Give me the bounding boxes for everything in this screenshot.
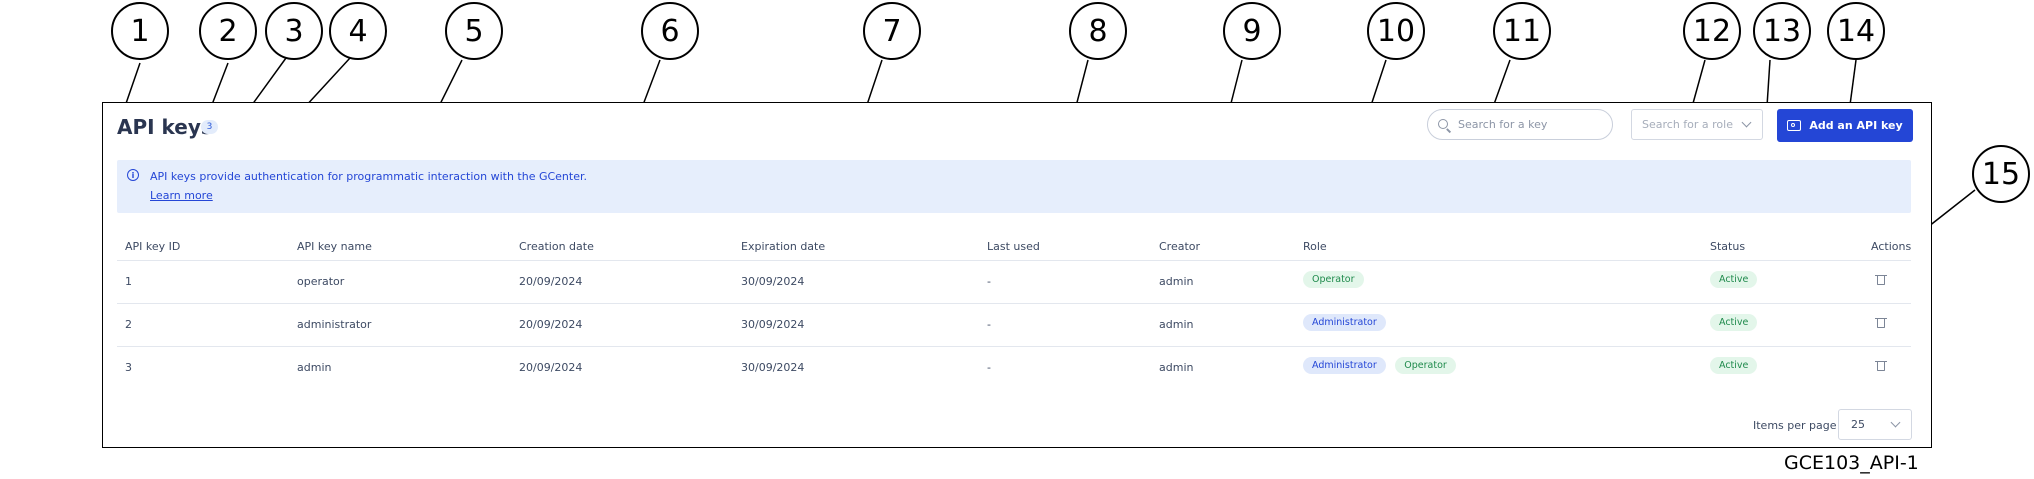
info-message: API keys provide authentication for prog… [150, 170, 587, 183]
status-badge: Active [1710, 271, 1758, 288]
divider [117, 303, 1911, 304]
chevron-down-icon [1741, 117, 1752, 128]
items-per-page-value: 25 [1851, 418, 1865, 431]
column-header-role[interactable]: Role [1303, 240, 1327, 253]
cell-last-used: - [987, 361, 991, 374]
add-api-key-label: Add an API key [1809, 119, 1903, 132]
search-placeholder: Search for a key [1458, 118, 1548, 131]
status-badge: Active [1710, 357, 1758, 374]
figure-caption: GCE103_API-1 [1784, 452, 1919, 474]
cell-status: Active [1710, 357, 1763, 374]
trash-icon[interactable] [1875, 274, 1887, 285]
info-banner: i API keys provide authentication for pr… [117, 160, 1911, 213]
table-header: API key ID API key name Creation date Ex… [125, 240, 1911, 254]
column-header-status[interactable]: Status [1710, 240, 1746, 253]
cell-name: admin [297, 361, 332, 374]
cell-expires: 30/09/2024 [741, 361, 805, 374]
key-count-badge: 3 [201, 120, 218, 134]
api-keys-panel: API keys 3 Search for a key Search for a… [102, 102, 1932, 448]
cell-id: 1 [125, 275, 132, 288]
column-header-creator[interactable]: Creator [1159, 240, 1201, 253]
cell-created: 20/09/2024 [519, 318, 583, 331]
table-row[interactable]: 1 operator 20/09/2024 30/09/2024 - admin… [125, 261, 1905, 303]
cell-name: operator [297, 275, 345, 288]
items-per-page-select[interactable]: 25 [1838, 409, 1912, 440]
column-header-actions: Actions [1871, 240, 1912, 253]
cell-creator: admin [1159, 361, 1194, 374]
key-icon [1787, 120, 1802, 131]
role-badge-operator: Operator [1303, 271, 1364, 288]
cell-creator: admin [1159, 275, 1194, 288]
column-header-name[interactable]: API key name [297, 240, 372, 253]
column-header-last-used[interactable]: Last used [987, 240, 1040, 253]
chevron-down-icon [1890, 417, 1901, 428]
role-filter-placeholder: Search for a role [1642, 118, 1733, 131]
trash-icon[interactable] [1875, 360, 1887, 371]
role-badge-operator: Operator [1395, 357, 1456, 374]
column-header-id[interactable]: API key ID [125, 240, 181, 253]
role-filter-select[interactable]: Search for a role [1631, 109, 1763, 140]
column-header-expires[interactable]: Expiration date [741, 240, 826, 253]
page-title: API keys [117, 115, 213, 139]
search-input[interactable]: Search for a key [1427, 109, 1613, 140]
cell-creator: admin [1159, 318, 1194, 331]
table-row[interactable]: 3 admin 20/09/2024 30/09/2024 - admin Ad… [125, 347, 1905, 389]
role-badge-administrator: Administrator [1303, 314, 1386, 331]
role-badge-administrator: Administrator [1303, 357, 1386, 374]
cell-status: Active [1710, 314, 1763, 331]
cell-created: 20/09/2024 [519, 275, 583, 288]
add-api-key-button[interactable]: Add an API key [1777, 109, 1913, 142]
cell-id: 2 [125, 318, 132, 331]
divider [117, 346, 1911, 347]
cell-expires: 30/09/2024 [741, 275, 805, 288]
table-row[interactable]: 2 administrator 20/09/2024 30/09/2024 - … [125, 304, 1905, 346]
cell-roles: Operator [1303, 271, 1370, 288]
cell-expires: 30/09/2024 [741, 318, 805, 331]
column-header-created[interactable]: Creation date [519, 240, 594, 253]
cell-name: administrator [297, 318, 372, 331]
cell-last-used: - [987, 318, 991, 331]
learn-more-link[interactable]: Learn more [150, 189, 213, 202]
cell-status: Active [1710, 271, 1763, 288]
divider [117, 260, 1911, 261]
cell-roles: Administrator Operator [1303, 357, 1462, 374]
info-icon: i [127, 169, 139, 181]
status-badge: Active [1710, 314, 1758, 331]
items-per-page-label: Items per page [1753, 419, 1837, 432]
cell-roles: Administrator [1303, 314, 1392, 331]
cell-last-used: - [987, 275, 991, 288]
cell-id: 3 [125, 361, 132, 374]
search-icon [1438, 118, 1450, 131]
trash-icon[interactable] [1875, 317, 1887, 328]
cell-created: 20/09/2024 [519, 361, 583, 374]
